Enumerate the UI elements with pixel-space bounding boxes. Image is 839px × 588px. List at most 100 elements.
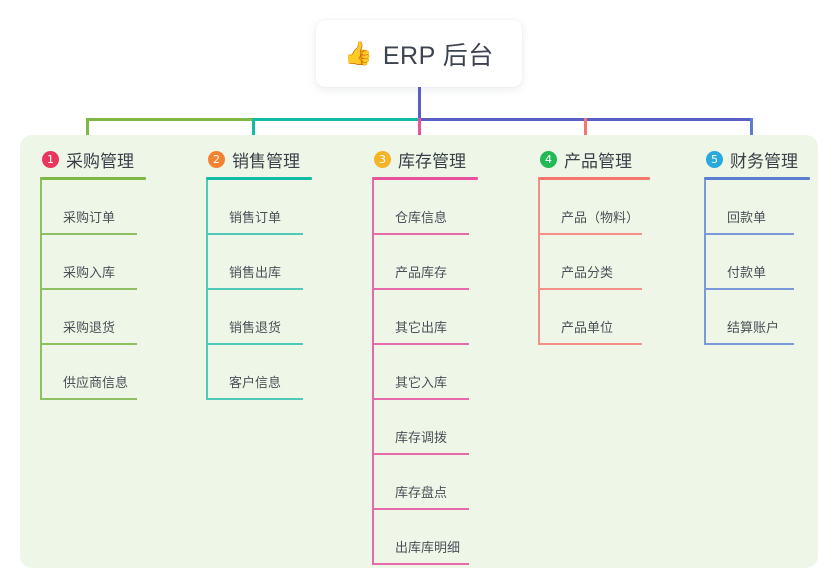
list-item-rule (372, 398, 469, 400)
list-item[interactable]: 产品库存 (372, 235, 478, 290)
column-rule-5 (704, 177, 810, 180)
list-item[interactable]: 付款单 (704, 235, 810, 290)
column-items-4: 产品（物料） 产品分类产品单位 (538, 180, 650, 345)
column-rule-3 (372, 177, 478, 180)
column-title-5: 财务管理 (730, 151, 798, 171)
list-item-label: 产品分类 (561, 265, 614, 280)
column-spine-2 (206, 180, 208, 400)
list-item-rule (538, 233, 642, 235)
list-item-label: 回款单 (727, 210, 767, 225)
list-item-rule (704, 233, 794, 235)
list-item-rule (206, 398, 303, 400)
list-item-rule (206, 343, 303, 345)
connector-drop-4 (584, 118, 587, 147)
list-item[interactable]: 供应商信息 (40, 345, 146, 400)
list-item[interactable]: 其它出库 (372, 290, 478, 345)
list-item-rule (372, 288, 469, 290)
column-spine-1 (40, 180, 42, 400)
list-item-rule (538, 288, 642, 290)
list-item[interactable]: 客户信息 (206, 345, 312, 400)
connector-drop-3 (418, 118, 421, 147)
list-item[interactable]: 结算账户 (704, 290, 810, 345)
list-item-rule (372, 453, 469, 455)
list-item-label: 产品单位 (561, 320, 614, 335)
list-item[interactable]: 采购订单 (40, 180, 146, 235)
list-item[interactable]: 销售订单 (206, 180, 312, 235)
list-item-rule (372, 343, 469, 345)
list-item[interactable]: 销售退货 (206, 290, 312, 345)
column-rule-4 (538, 177, 650, 180)
column-rule-2 (206, 177, 312, 180)
root-node-card[interactable]: 👍 ERP 后台 (316, 20, 522, 87)
list-item-label: 付款单 (727, 265, 767, 280)
connector-drop-5 (750, 118, 753, 147)
list-item-label: 采购订单 (63, 210, 116, 225)
column-items-1: 采购订单采购入库采购退货供应商信息 (40, 180, 146, 400)
column-items-3: 仓库信息产品库存其它出库其它入库库存调拨库存盘点出库库明细 (372, 180, 478, 565)
list-item[interactable]: 采购入库 (40, 235, 146, 290)
list-item-label: 其它出库 (395, 320, 448, 335)
list-item-label: 销售订单 (229, 210, 282, 225)
column-rule-1 (40, 177, 146, 180)
list-item[interactable]: 其它入库 (372, 345, 478, 400)
list-item[interactable]: 产品（物料） (538, 180, 650, 235)
column-items-2: 销售订单销售出库销售退货客户信息 (206, 180, 312, 400)
column-items-5: 回款单付款单结算账户 (704, 180, 810, 345)
root-stem-line (418, 87, 421, 121)
list-item-rule (40, 233, 137, 235)
column-5: 5 财务管理回款单付款单结算账户 (704, 147, 810, 345)
column-spine-5 (704, 180, 706, 345)
mindmap-panel (20, 135, 818, 568)
list-item-rule (40, 343, 137, 345)
list-item[interactable]: 库存盘点 (372, 455, 478, 510)
list-item[interactable]: 回款单 (704, 180, 810, 235)
list-item[interactable]: 采购退货 (40, 290, 146, 345)
list-item-label: 其它入库 (395, 375, 448, 390)
column-badge-1: 1 (42, 150, 59, 168)
connector-drop-1 (86, 118, 89, 147)
list-item-label: 产品（物料） (561, 210, 640, 225)
column-title-2: 销售管理 (232, 151, 300, 171)
list-item[interactable]: 库存调拨 (372, 400, 478, 455)
list-item-label: 库存盘点 (395, 485, 448, 500)
connector-drop-2 (252, 118, 255, 147)
list-item-rule (372, 563, 469, 565)
column-badge-5: 5 (706, 150, 723, 168)
thumbs-up-icon: 👍 (344, 40, 373, 66)
list-item-label: 销售出库 (229, 265, 282, 280)
column-header-2[interactable]: 2 销售管理 (206, 147, 312, 171)
column-title-4: 产品管理 (564, 151, 632, 171)
list-item-label: 销售退货 (229, 320, 282, 335)
list-item[interactable]: 产品分类 (538, 235, 650, 290)
column-spine-3 (372, 180, 374, 565)
list-item-rule (206, 233, 303, 235)
list-item-label: 采购入库 (63, 265, 116, 280)
list-item-label: 结算账户 (727, 320, 780, 335)
list-item[interactable]: 产品单位 (538, 290, 650, 345)
column-badge-2: 2 (208, 150, 225, 168)
column-header-5[interactable]: 5 财务管理 (704, 147, 810, 171)
list-item-rule (372, 508, 469, 510)
list-item-label: 供应商信息 (63, 375, 129, 390)
list-item-rule (372, 233, 469, 235)
list-item[interactable]: 仓库信息 (372, 180, 478, 235)
list-item-rule (704, 343, 794, 345)
column-badge-3: 3 (374, 150, 391, 168)
list-item[interactable]: 销售出库 (206, 235, 312, 290)
list-item-label: 采购退货 (63, 320, 116, 335)
list-item-rule (40, 288, 137, 290)
connector-bar-green (86, 118, 254, 121)
list-item-label: 出库库明细 (395, 540, 461, 555)
connector-bar-teal (252, 118, 420, 121)
list-item-rule (538, 343, 642, 345)
list-item[interactable]: 出库库明细 (372, 510, 478, 565)
column-2: 2 销售管理销售订单销售出库销售退货客户信息 (206, 147, 312, 400)
list-item-rule (206, 288, 303, 290)
list-item-label: 库存调拨 (395, 430, 448, 445)
